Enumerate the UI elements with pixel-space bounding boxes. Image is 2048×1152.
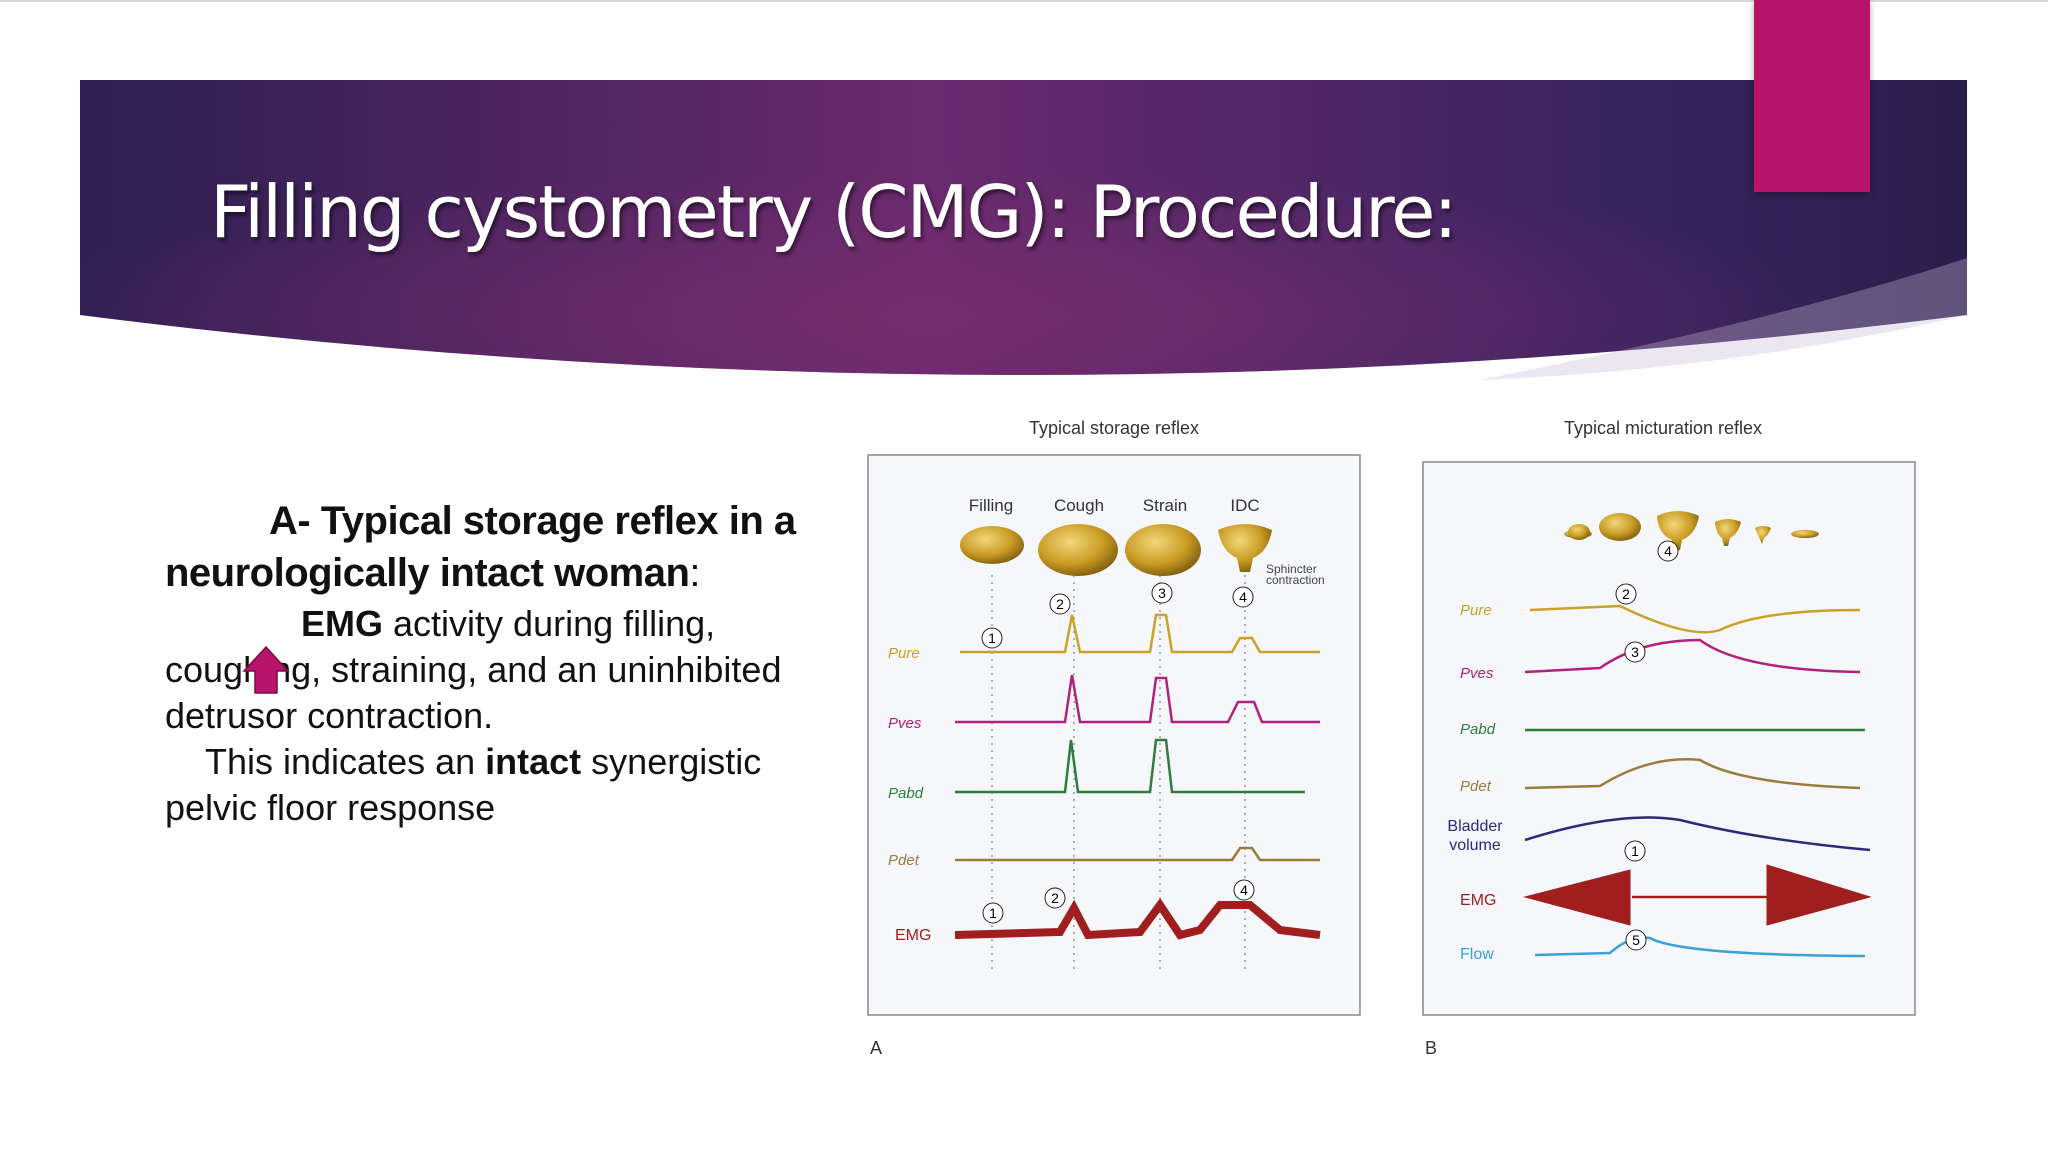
title-banner (80, 80, 1967, 380)
trace-pure (960, 613, 1320, 654)
slide-title: Filling cystometry (CMG): Procedure: (210, 170, 1458, 254)
bladder-idc-icon (1218, 524, 1272, 572)
cystometry-figure: Typical storage reflex A Filling Cough S… (867, 418, 1916, 1058)
panel-a-letter: A (870, 1038, 882, 1058)
intact-bold: intact (485, 741, 582, 782)
marker-a-3: 3 (1158, 585, 1166, 601)
marker-b-5: 5 (1632, 932, 1640, 948)
marker-a-1: 1 (988, 630, 996, 646)
intact-pre: This indicates an (205, 741, 486, 782)
column-label-strain: Strain (1143, 496, 1187, 515)
column-label-cough: Cough (1054, 496, 1104, 515)
marker-a-2: 2 (1056, 596, 1064, 612)
bladder-strain-icon (1125, 524, 1201, 576)
emg-bold: EMG (301, 603, 384, 644)
marker-a-emg-1: 1 (989, 905, 997, 921)
panel-a-title: Typical storage reflex (1029, 418, 1199, 438)
panel-a-row-labels: Pure Pves Pabd Pdet EMG (888, 645, 931, 944)
marker-a-emg-2: 2 (1051, 890, 1059, 906)
b-trace-pure (1529, 604, 1861, 634)
row-label-pabd: Pabd (888, 785, 924, 802)
b-row-label-flow: Flow (1460, 946, 1494, 963)
intact-paragraph: This indicates an intact synergistic pel… (165, 739, 815, 831)
heading-text: A- Typical storage reflex in a neurologi… (165, 499, 796, 595)
b-row-label-pure: Pure (1460, 602, 1492, 619)
panel-b-letter: B (1425, 1038, 1437, 1058)
b-row-label-bladder: Bladder (1447, 818, 1503, 835)
b-row-label-pves: Pves (1460, 665, 1494, 682)
b-trace-pdet (1524, 758, 1861, 790)
panel-b-row-labels: Pure Pves Pabd Pdet Bladder volume EMG F… (1447, 602, 1503, 963)
b-trace-volume (1524, 816, 1871, 852)
panel-b-title: Typical micturation reflex (1564, 418, 1762, 438)
sphincter-label-2: contraction (1266, 573, 1325, 587)
b-trace-emg-right (1766, 864, 1872, 926)
panel-b-traces (1523, 604, 1872, 958)
sphincter-label-1: Sphincter (1266, 562, 1317, 576)
trace-pves (955, 674, 1320, 724)
bladder-cough-icon (1038, 524, 1118, 576)
panel-b-bladder-icons (1564, 511, 1819, 550)
panel-b-markers: 4 2 3 1 5 (1615, 540, 1679, 951)
body-text: A- Typical storage reflex in a neurologi… (165, 495, 815, 831)
panel-a-column-labels: Filling Cough Strain IDC (969, 496, 1260, 515)
b-row-label-emg: EMG (1460, 892, 1496, 909)
trace-emg (954, 898, 1321, 940)
row-label-emg: EMG (895, 927, 931, 944)
marker-b-4: 4 (1664, 543, 1672, 559)
b-trace-emg-left (1523, 869, 1631, 926)
b-trace-pves (1524, 638, 1861, 674)
trace-pdet (955, 846, 1320, 862)
b-trace-flow (1534, 936, 1866, 958)
marker-b-1: 1 (1631, 843, 1639, 859)
marker-b-2: 2 (1622, 586, 1630, 602)
b-row-label-pabd: Pabd (1460, 721, 1496, 738)
marker-b-3: 3 (1631, 644, 1639, 660)
heading-colon: : (689, 551, 700, 595)
marker-a-4: 4 (1239, 589, 1247, 605)
up-arrow-icon (242, 645, 290, 694)
panel-a-markers: 1 2 3 4 1 2 4 (981, 582, 1255, 924)
heading-paragraph: A- Typical storage reflex in a neurologi… (165, 495, 815, 599)
column-label-idc: IDC (1230, 496, 1259, 515)
row-label-pves: Pves (888, 715, 922, 732)
panel-a-bladder-icons: Sphincter contraction (960, 524, 1325, 587)
accent-tab (1754, 0, 1870, 192)
intact-post: synergistic pelvic floor response (165, 741, 762, 828)
b-row-label-pdet: Pdet (1460, 778, 1492, 795)
panel-a-traces (954, 613, 1321, 940)
top-border-line (0, 0, 2048, 2)
trace-pabd (955, 738, 1305, 794)
bladder-filling-icon (960, 526, 1024, 564)
row-label-pure: Pure (888, 645, 920, 662)
column-label-filling: Filling (969, 496, 1013, 515)
marker-a-emg-4: 4 (1240, 882, 1248, 898)
row-label-pdet: Pdet (888, 852, 920, 869)
b-row-label-volume: volume (1449, 837, 1501, 854)
